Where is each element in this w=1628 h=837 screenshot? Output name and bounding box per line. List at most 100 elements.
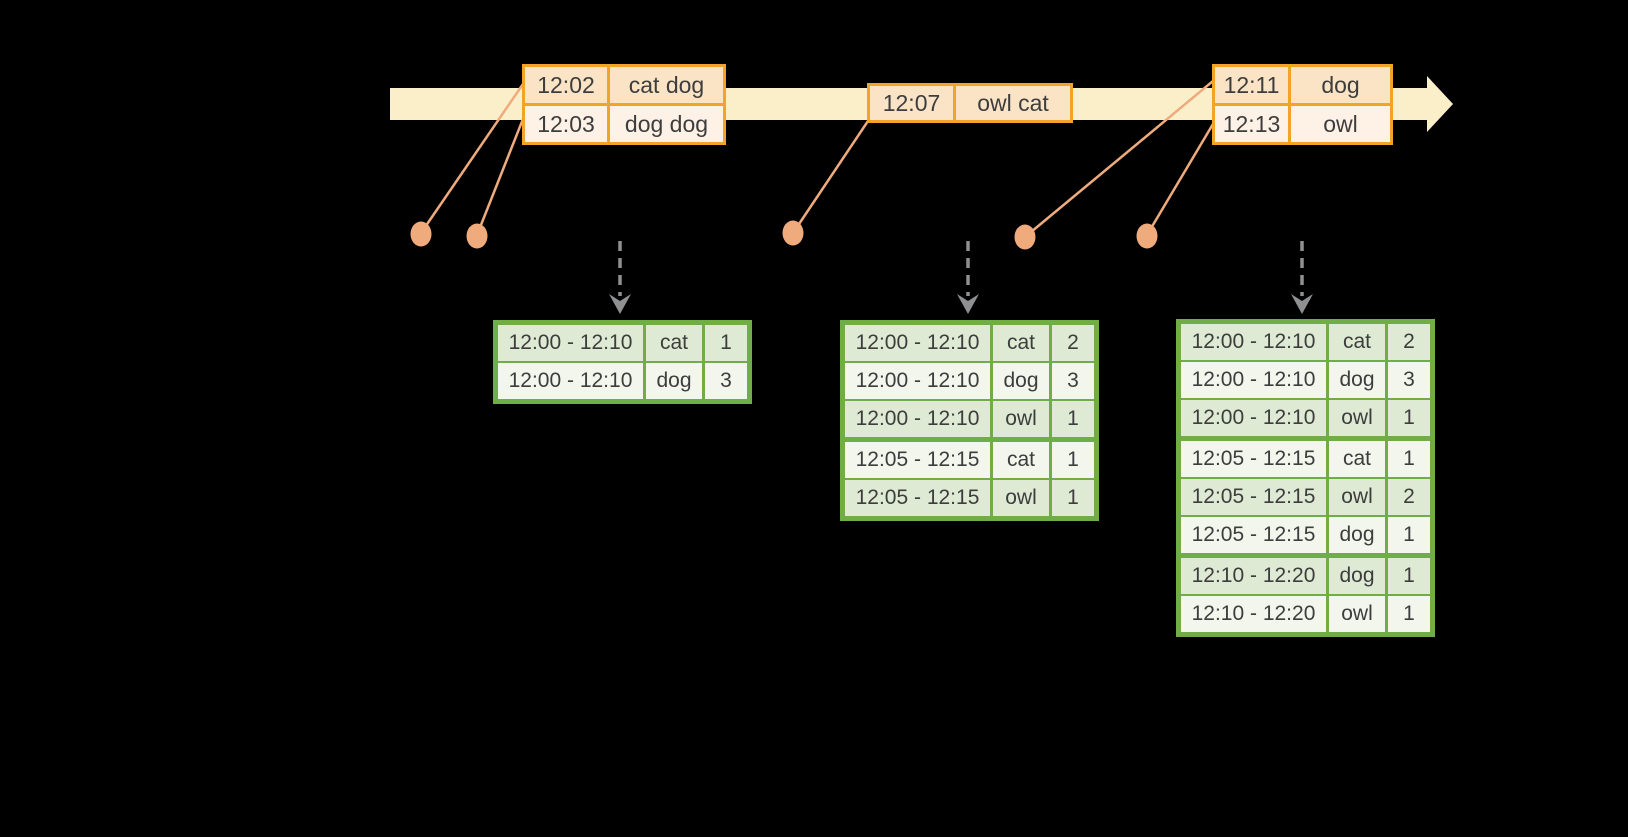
count-cell: 1	[1388, 441, 1430, 477]
word-cell: dog	[1329, 517, 1385, 553]
word-cell: owl	[993, 480, 1049, 516]
event-connector-line	[791, 120, 870, 234]
word-cell: dog	[1329, 362, 1385, 398]
word-cell: dog	[1329, 558, 1385, 594]
timeline-arrowhead-icon	[1427, 76, 1453, 132]
word-cell: owl	[1329, 400, 1385, 436]
count-cell: 2	[1052, 325, 1094, 361]
event-dot-icon	[782, 220, 804, 246]
event-words-cell: cat dog	[610, 67, 723, 103]
word-cell: cat	[1329, 441, 1385, 477]
window-cell: 12:00 - 12:10	[845, 363, 990, 399]
window-cell: 12:00 - 12:10	[498, 325, 643, 361]
window-cell: 12:10 - 12:20	[1181, 596, 1326, 632]
event-words-cell: owl cat	[956, 86, 1070, 120]
event-connector-lines	[419, 80, 1215, 238]
event-dot-icon	[410, 221, 432, 247]
count-cell: 1	[1388, 558, 1430, 594]
word-cell: cat	[993, 325, 1049, 361]
word-cell: owl	[1329, 596, 1385, 632]
count-cell: 1	[1052, 442, 1094, 478]
word-cell: dog	[993, 363, 1049, 399]
event-time-cell: 12:03	[525, 106, 607, 142]
event-connector-line	[1145, 123, 1215, 236]
event-connector-line	[419, 83, 525, 234]
word-cell: cat	[646, 325, 702, 361]
event-time-cell: 12:02	[525, 67, 607, 103]
window-cell: 12:05 - 12:15	[1181, 479, 1326, 515]
window-cell: 12:10 - 12:20	[1181, 558, 1326, 594]
trigger-arrowheads	[609, 294, 1313, 314]
window-cell: 12:00 - 12:10	[845, 325, 990, 361]
word-cell: cat	[993, 442, 1049, 478]
word-cell: owl	[993, 401, 1049, 437]
word-cell: dog	[646, 363, 702, 399]
window-cell: 12:00 - 12:10	[1181, 362, 1326, 398]
window-cell: 12:05 - 12:15	[845, 442, 990, 478]
window-cell: 12:05 - 12:15	[1181, 517, 1326, 553]
event-words-cell: dog	[1291, 67, 1390, 103]
window-cell: 12:05 - 12:15	[1181, 441, 1326, 477]
down-arrowhead-icon	[609, 294, 631, 314]
count-cell: 3	[705, 363, 747, 399]
count-cell: 2	[1388, 324, 1430, 360]
window-cell: 12:00 - 12:10	[498, 363, 643, 399]
window-cell: 12:00 - 12:10	[845, 401, 990, 437]
event-dots	[410, 220, 1158, 250]
event-time-cell: 12:11	[1215, 67, 1288, 103]
count-cell: 1	[1052, 480, 1094, 516]
count-cell: 1	[1052, 401, 1094, 437]
event-words-cell: dog dog	[610, 106, 723, 142]
window-cell: 12:05 - 12:15	[845, 480, 990, 516]
count-cell: 1	[1388, 517, 1430, 553]
count-cell: 1	[705, 325, 747, 361]
count-cell: 1	[1388, 400, 1430, 436]
count-cell: 3	[1052, 363, 1094, 399]
window-cell: 12:00 - 12:10	[1181, 324, 1326, 360]
event-connector-line	[1024, 80, 1214, 238]
word-cell: cat	[1329, 324, 1385, 360]
window-cell: 12:00 - 12:10	[1181, 400, 1326, 436]
count-cell: 2	[1388, 479, 1430, 515]
trigger-arrows	[618, 241, 1304, 296]
event-connector-line	[475, 118, 525, 236]
event-dot-icon	[466, 223, 488, 249]
count-cell: 1	[1388, 596, 1430, 632]
down-arrowhead-icon	[957, 294, 979, 314]
event-time-cell: 12:13	[1215, 106, 1288, 142]
event-dot-icon	[1014, 224, 1036, 250]
event-time-cell: 12:07	[870, 86, 953, 120]
count-cell: 3	[1388, 362, 1430, 398]
down-arrowhead-icon	[1291, 294, 1313, 314]
event-dot-icon	[1136, 223, 1158, 249]
word-cell: owl	[1329, 479, 1385, 515]
